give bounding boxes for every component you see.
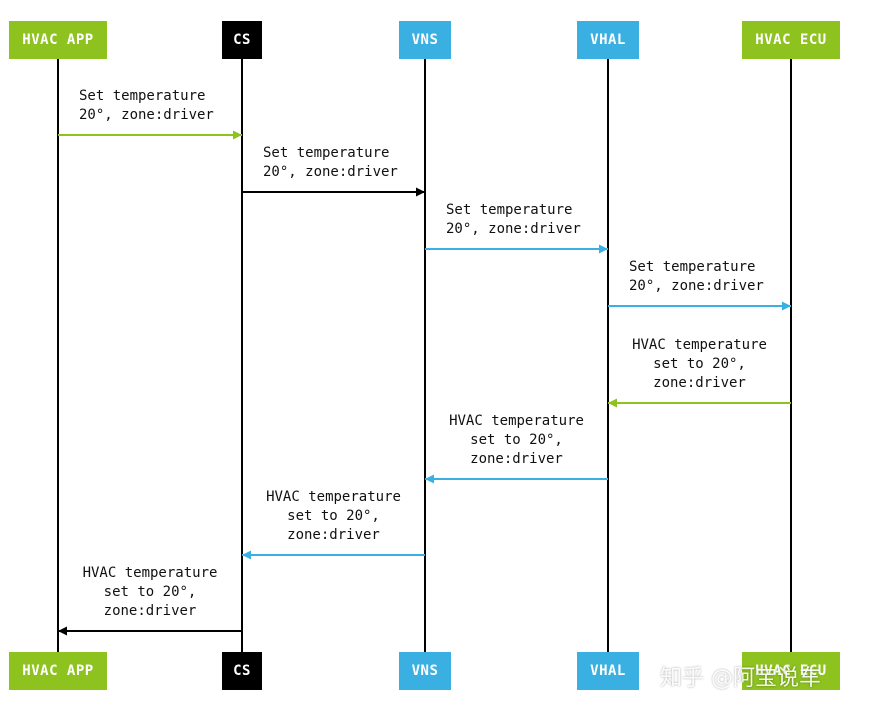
message-label-line: set to 20°, <box>653 356 746 372</box>
message-label-line: HVAC temperature <box>449 413 584 429</box>
message-label-line: HVAC temperature <box>266 489 401 505</box>
message-label-line: zone:driver <box>653 375 746 391</box>
lifeline-head-bottom-cs: CS <box>222 652 262 690</box>
lifeline-head-bottom-hvac-ecu: HVAC ECU <box>742 652 840 690</box>
lifeline-head-bottom-vns: VNS <box>399 652 451 690</box>
message-label-line: Set temperature <box>79 88 206 104</box>
message-label-line: HVAC temperature <box>82 565 218 581</box>
message-label-line: zone:driver <box>470 451 563 467</box>
message-label-line: zone:driver <box>103 603 197 619</box>
lifeline-head-top-vns: VNS <box>399 21 451 59</box>
lifeline-head-top-vhal: VHAL <box>577 21 639 59</box>
message-label-8: HVAC temperature set to 20°, zone:driver <box>66 564 234 621</box>
lifeline-head-top-hvac-ecu: HVAC ECU <box>742 21 840 59</box>
message-label-3: Set temperature 20°, zone:driver <box>446 201 581 239</box>
message-label-1: Set temperature 20°, zone:driver <box>79 87 214 125</box>
watermark: 知乎 @阿宝说车 <box>660 666 821 691</box>
message-label-line: set to 20°, <box>103 584 197 600</box>
message-label-line: 20°, zone:driver <box>79 107 214 123</box>
message-label-2: Set temperature 20°, zone:driver <box>263 144 398 182</box>
message-label-line: 20°, zone:driver <box>629 278 764 294</box>
lifeline-head-bottom-vhal: VHAL <box>577 652 639 690</box>
message-label-line: 20°, zone:driver <box>263 164 398 180</box>
message-label-line: Set temperature <box>263 145 390 161</box>
message-label-line: HVAC temperature <box>632 337 767 353</box>
lifeline-head-top-cs: CS <box>222 21 262 59</box>
message-label-line: set to 20°, <box>287 508 380 524</box>
message-label-line: 20°, zone:driver <box>446 221 581 237</box>
message-label-4: Set temperature 20°, zone:driver <box>629 258 764 296</box>
message-label-line: Set temperature <box>629 259 756 275</box>
message-label-7: HVAC temperature set to 20°, zone:driver <box>250 488 417 545</box>
lifeline-head-bottom-hvac-app: HVAC APP <box>9 652 107 690</box>
lifeline-head-top-hvac-app: HVAC APP <box>9 21 107 59</box>
message-label-6: HVAC temperature set to 20°, zone:driver <box>433 412 600 469</box>
message-label-line: zone:driver <box>287 527 380 543</box>
message-label-line: set to 20°, <box>470 432 563 448</box>
message-label-line: Set temperature <box>446 202 573 218</box>
message-label-5: HVAC temperature set to 20°, zone:driver <box>616 336 783 393</box>
